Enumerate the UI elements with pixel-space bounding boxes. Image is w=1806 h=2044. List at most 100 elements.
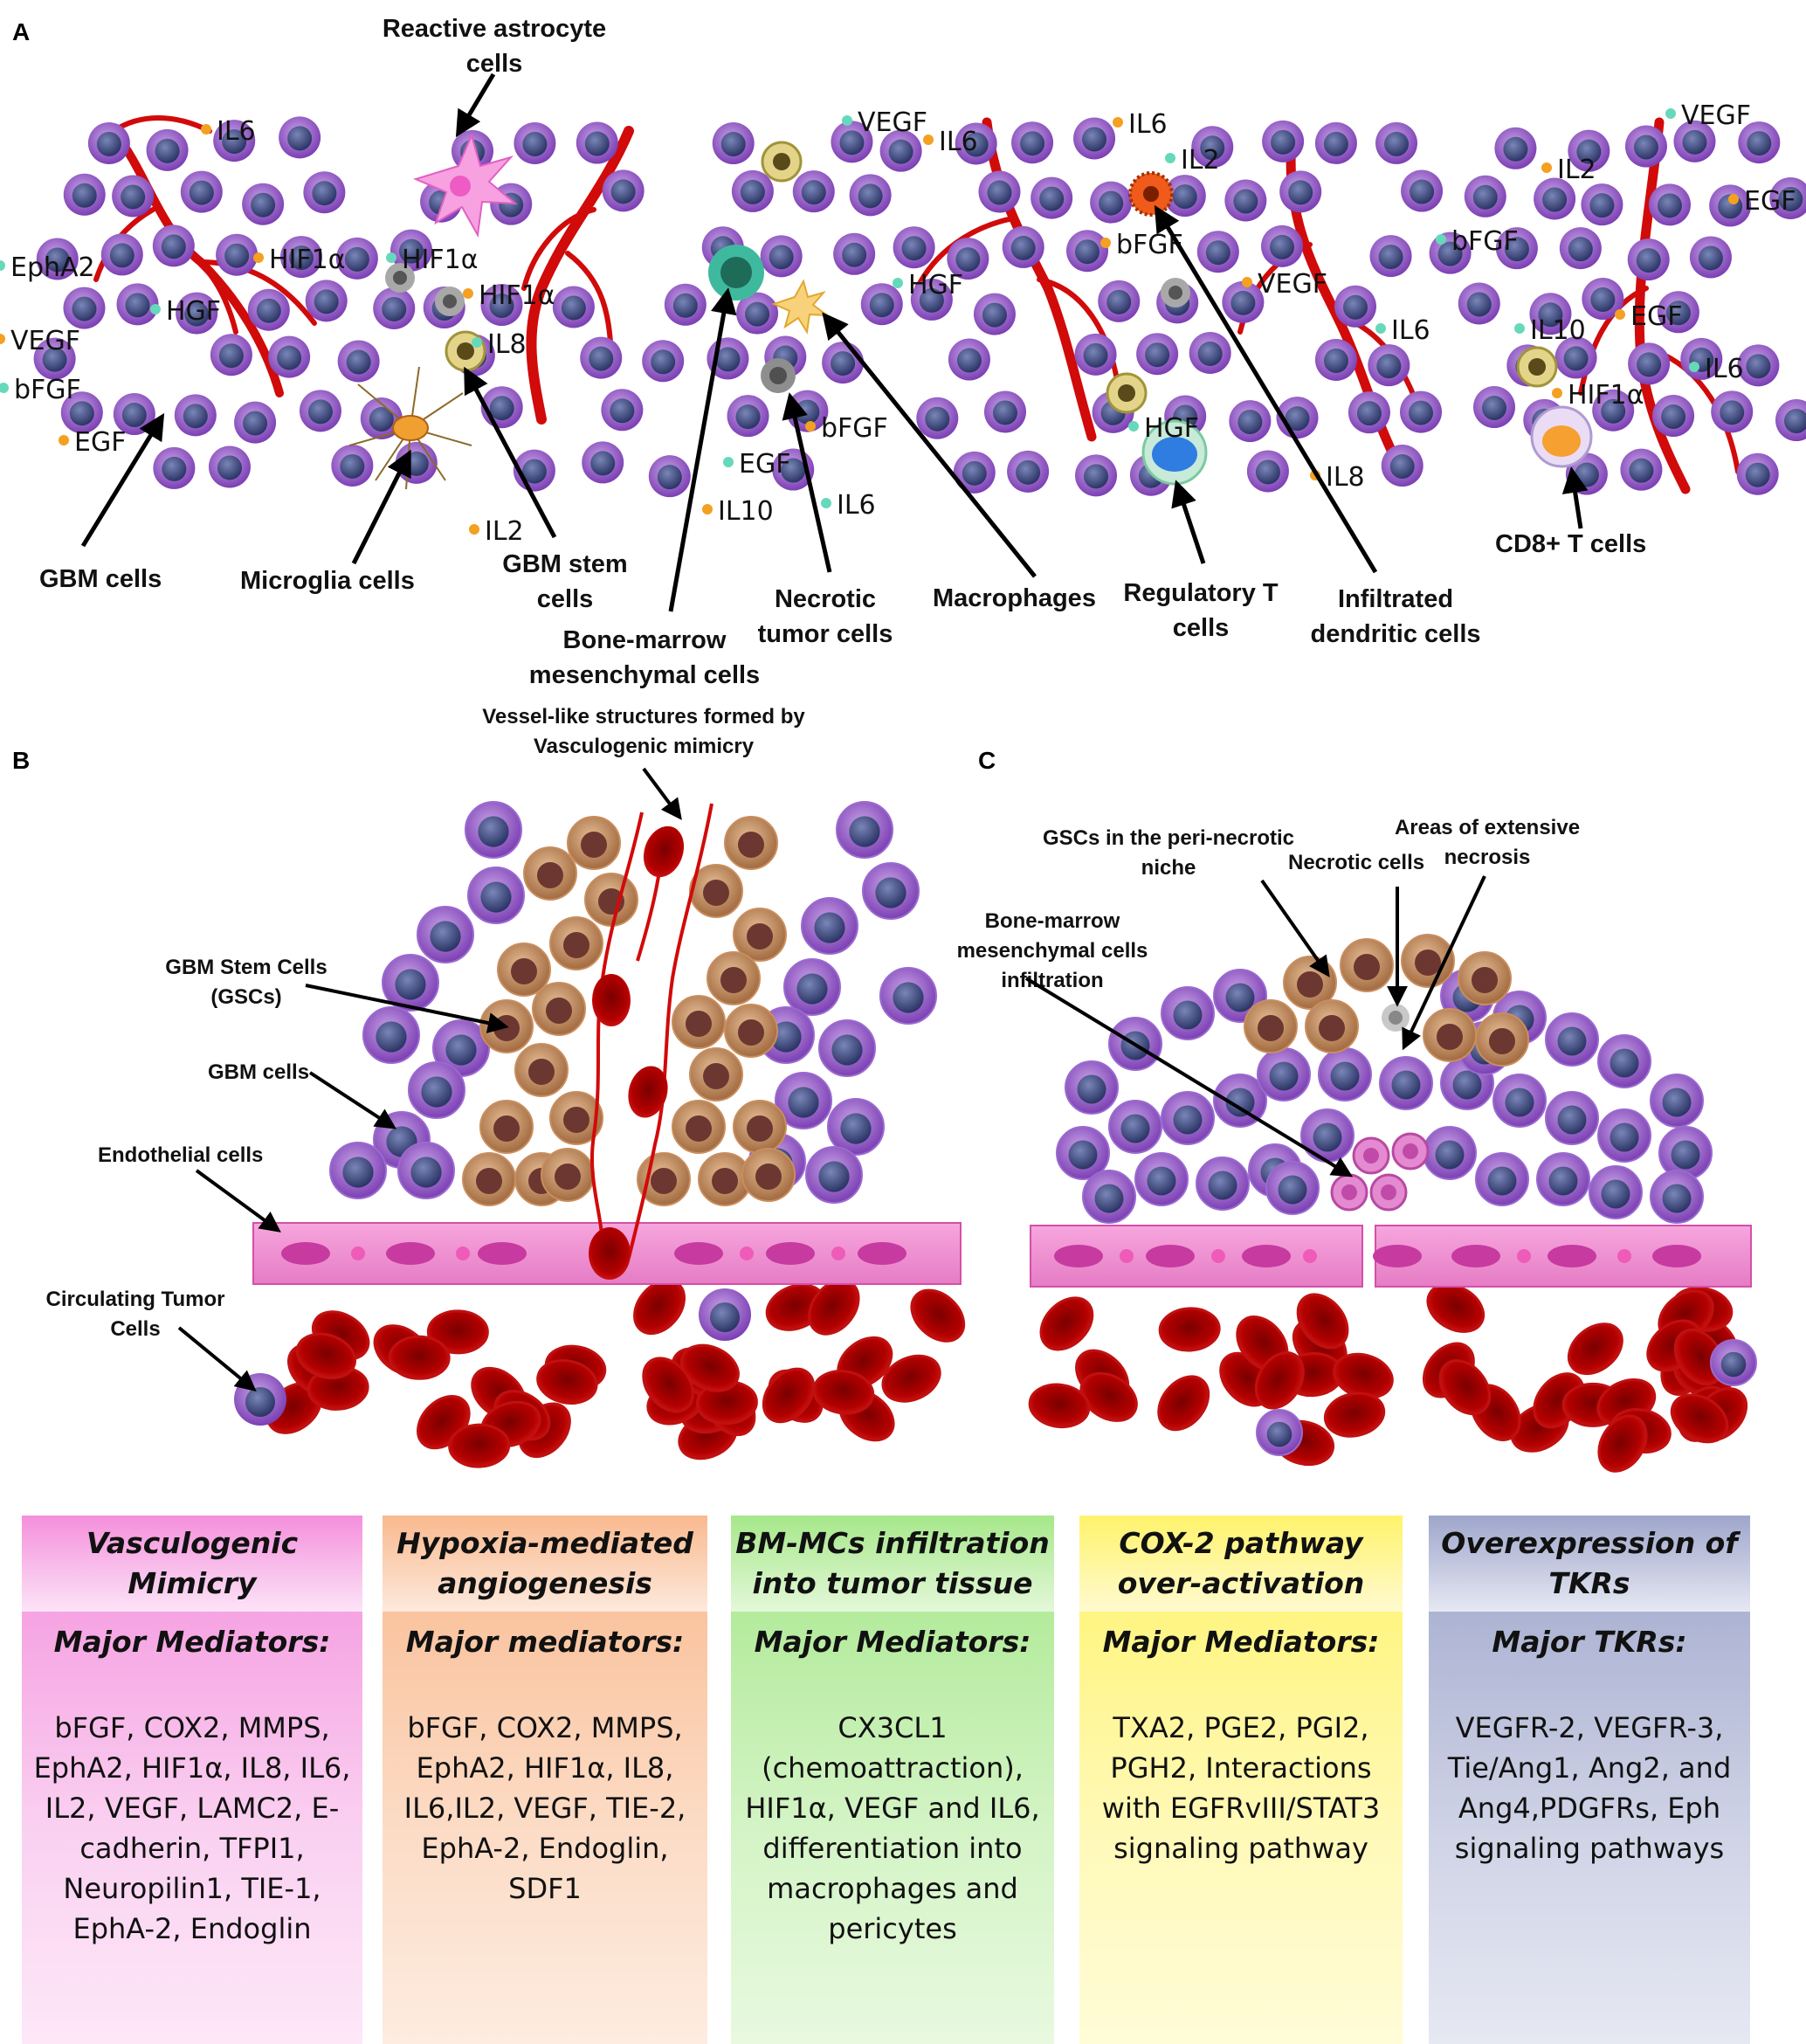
cytokine-label: VEGF	[1258, 269, 1327, 300]
gbm-cell	[329, 1142, 387, 1199]
gbm-stem-cell	[637, 1152, 691, 1206]
gbm-stem-cell	[479, 1100, 534, 1154]
gbm-cell	[1711, 390, 1754, 433]
cytokine-dot	[0, 260, 5, 271]
red-blood-cell	[642, 1357, 694, 1413]
gbm-cell	[948, 338, 990, 381]
gbm-cell	[1007, 450, 1050, 493]
gbm-cell	[1161, 1091, 1215, 1145]
gbm-cell	[1082, 1170, 1136, 1224]
gbm-stem-cell	[733, 1100, 787, 1154]
box-title: Vasculogenic Mimicry	[22, 1516, 362, 1612]
gbm-cell	[1464, 175, 1506, 218]
gbm-cell	[1597, 1034, 1651, 1088]
gbm-cell	[1161, 986, 1215, 1040]
gbm-stem-cell	[707, 951, 761, 1005]
panel-letter-b: B	[12, 747, 30, 774]
gbm-cell	[642, 340, 685, 383]
gbm-cell	[1011, 121, 1054, 164]
gbm-stem-cells	[385, 141, 1558, 414]
gbm-cell	[1065, 1060, 1119, 1115]
box-cox2-pathway: COX-2 pathway over-activation Major Medi…	[1079, 1516, 1403, 2044]
gbm-cell	[1458, 282, 1500, 325]
gbm-cell	[1368, 344, 1410, 387]
gbm-cell	[1090, 181, 1133, 224]
gbm-stem-cell	[1305, 999, 1359, 1053]
gbm-cell	[1399, 390, 1442, 433]
gbm-cell	[1213, 1074, 1267, 1128]
gbm-stem-cell	[689, 864, 743, 918]
gbm-cell	[775, 1072, 832, 1129]
circulating-tumor-cells	[234, 1288, 751, 1426]
label-microglia: Microglia cells	[240, 567, 415, 595]
gbm-stem-cell	[672, 1100, 726, 1154]
red-blood-cell	[1673, 1328, 1725, 1386]
box-subtitle: Major Mediators:	[754, 1625, 1031, 1659]
cytokine-label: HIF1α	[1568, 380, 1644, 411]
cytokine-label: IL6	[1391, 315, 1430, 346]
gbm-cell	[582, 441, 624, 484]
gbm-cell	[1098, 280, 1141, 322]
gbm-cell	[1314, 338, 1357, 381]
cytokine-label: VEGF	[858, 107, 927, 138]
red-blood-cell	[1426, 1283, 1485, 1333]
gbm-cell	[247, 288, 290, 331]
cytokine-label: IL6	[1705, 354, 1744, 384]
gbm-stem-cell-icon	[435, 287, 465, 316]
gbm-cell	[1736, 452, 1779, 495]
gbm-cell	[1472, 386, 1515, 429]
dendritic-cell-icon	[1128, 171, 1174, 217]
red-blood-cell	[910, 1288, 966, 1343]
gbm-stem-cell	[672, 995, 726, 1049]
gbm-cell	[1597, 1108, 1651, 1163]
gbm-cell	[792, 170, 835, 213]
gbm-cell-layer	[33, 116, 1806, 498]
gbm-cell	[514, 121, 556, 164]
gbm-cell	[978, 170, 1021, 213]
red-blood-cell	[762, 1367, 816, 1424]
gbm-cell	[1536, 1152, 1590, 1206]
gbm-cell	[213, 120, 256, 162]
gbm-cell	[390, 229, 433, 272]
gbm-stem-cell	[1475, 1012, 1529, 1067]
label-cd8-t-cells: CD8+ T cells	[1495, 530, 1646, 558]
gbm-cell	[1689, 236, 1732, 279]
gbm-cell	[1279, 170, 1322, 213]
gbm-cell	[552, 286, 595, 328]
cytokine-dot	[59, 435, 69, 445]
gbm-cell	[1581, 183, 1623, 226]
gbm-stem-cell	[532, 982, 586, 1036]
box-title: Hypoxia-mediated angiogenesis	[383, 1516, 707, 1612]
gbm-cell	[432, 1019, 490, 1077]
gbm-cell	[180, 170, 223, 213]
gbm-cell	[1494, 127, 1537, 169]
gbm-cell	[1348, 391, 1390, 434]
red-blood-cell	[1597, 1414, 1648, 1473]
necrotic-cell-icon	[1382, 1004, 1410, 1032]
gbm-cell	[648, 455, 691, 498]
gbm-cell	[1492, 1074, 1547, 1128]
box-subtitle: Major Mediators:	[1102, 1625, 1380, 1659]
gbm-cell	[822, 342, 865, 384]
gbm-cell	[801, 897, 858, 955]
cytokine-dot	[805, 421, 816, 432]
panel-b-arrows	[177, 767, 682, 1392]
macrophage-icon	[761, 358, 796, 393]
gbm-cell	[731, 169, 774, 212]
cytokine-dot	[1113, 117, 1123, 128]
gbm-cell	[893, 226, 935, 269]
cytokine-dot	[893, 278, 903, 288]
box-subtitle: Major Mediators:	[53, 1625, 331, 1659]
red-blood-cell	[1567, 1322, 1623, 1376]
gbm-stem-cell	[1423, 1008, 1477, 1062]
regulatory-t-cell-icon	[1141, 419, 1208, 486]
cytokine-label: IL6	[939, 127, 978, 157]
gbm-cell	[1628, 342, 1671, 385]
gbm-cell	[1108, 1100, 1162, 1154]
label-gsc: GBM Stem Cells(GSCs)	[165, 956, 327, 1009]
gbm-cell	[280, 236, 323, 279]
gbm-cell	[1648, 183, 1691, 226]
